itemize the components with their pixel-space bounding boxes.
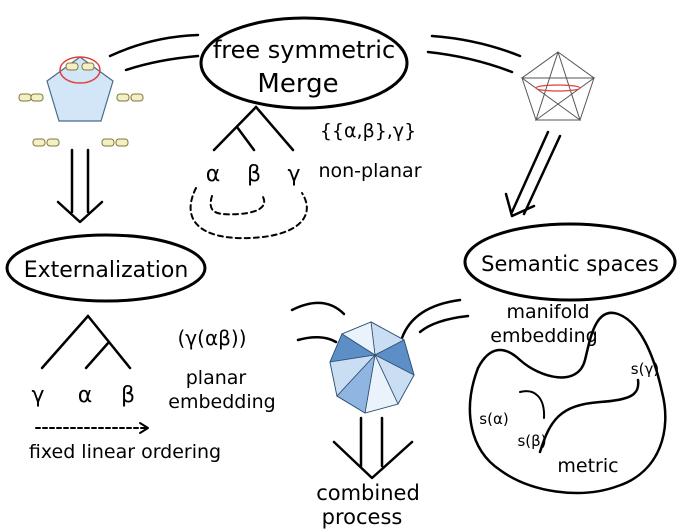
semantic-point-gamma: s(γ) [631,360,659,378]
ext-caption-line1: planar [186,367,247,389]
manifold-inner-curve [538,378,640,454]
manifold-fold-curve [519,390,546,419]
manifold-outline [468,311,667,495]
swap-arc-inner [209,194,266,216]
merge-leaf-gamma: γ [287,162,300,187]
merge-connectors [108,33,522,74]
icosahedron-icon [329,321,415,414]
externalization-tree: γ α β (γ(αβ)) planar embedding fixed lin… [29,314,276,463]
arrow-to-semantic [504,130,562,218]
combined-node: combined process [316,481,420,529]
semantic-point-beta: s(β) [517,432,546,450]
combine-connectors [290,298,470,344]
merge-node: free symmetric Merge [199,16,409,110]
arrow-to-combined [332,416,414,480]
merge-tree: α β γ {{α,β},γ} non-planar [189,105,422,240]
semantic-caption-line2: embedding [490,325,597,347]
semantic-panel: manifold embedding s(γ) s(α) s(β) metric [468,301,667,495]
ordering-label: fixed linear ordering [29,441,221,463]
swap-arc-outer [189,187,308,240]
arrow-to-externalization [56,148,104,224]
ext-leaf-alpha: α [78,383,93,408]
merge-set-notation: {{α,β},γ} [320,120,416,142]
externalization-label: Externalization [24,258,189,283]
ext-leaf-gamma: γ [31,383,44,408]
ext-notation: (γ(αβ)) [178,326,247,350]
externalization-node: Externalization [5,233,207,303]
semantic-caption-line1: manifold [506,301,589,323]
semantic-node: Semantic spaces [463,222,677,302]
ordering-arrow-head [139,422,149,434]
merge-node-line1: free symmetric [213,36,395,64]
semantic-label: Semantic spaces [481,252,659,276]
pentagon-graph-icon [18,56,144,147]
combined-line1: combined [316,481,420,505]
semantic-point-alpha: s(α) [479,410,508,428]
star-pentagon-icon [520,51,596,122]
metric-label: metric [557,455,618,477]
merge-leaf-alpha: α [206,162,221,187]
merge-leaf-beta: β [247,162,261,187]
merge-node-line2: Merge [257,69,338,99]
ext-leaf-beta: β [121,383,135,408]
combined-line2: process [322,505,403,529]
merge-caption-nonplanar: non-planar [318,160,421,182]
ext-caption-line2: embedding [168,391,275,413]
